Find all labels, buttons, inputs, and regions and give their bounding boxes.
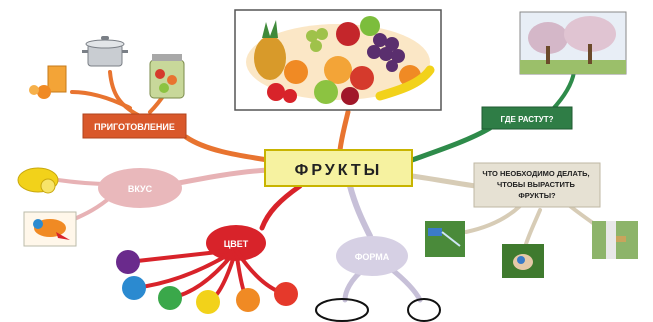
circle-shape-icon bbox=[407, 298, 441, 322]
fruit-basket-picture-icon bbox=[234, 9, 442, 111]
color-dot bbox=[196, 290, 220, 314]
shape-label: ФОРМА bbox=[355, 252, 390, 262]
how-to-grow-label-box bbox=[473, 162, 601, 208]
grow-where-label: ГДЕ РАСТУТ? bbox=[500, 115, 553, 124]
juice-glass-icon bbox=[29, 65, 67, 99]
color-dot bbox=[116, 250, 140, 274]
grow-where-label-box bbox=[481, 106, 573, 130]
center-label: ФРУКТЫ bbox=[295, 162, 383, 179]
preserves-jar-icon bbox=[149, 54, 185, 99]
shape-blob bbox=[336, 236, 408, 276]
preparation-sub-branch bbox=[108, 70, 142, 118]
color-branch bbox=[259, 183, 303, 231]
taste-blob bbox=[98, 168, 182, 208]
orchard-tree-icon bbox=[519, 11, 627, 75]
preparation-sub-branch bbox=[70, 90, 132, 110]
taste-label: ВКУС bbox=[128, 184, 153, 194]
color-label: ЦВЕТ bbox=[224, 239, 249, 249]
oval-shape-icon bbox=[315, 298, 369, 322]
color-dot bbox=[122, 276, 146, 300]
shape-branch bbox=[347, 183, 373, 239]
grow-where-branch bbox=[409, 125, 493, 163]
fruit-bird-drawing-icon bbox=[23, 211, 77, 247]
center-node bbox=[264, 149, 413, 187]
fertilizer-hand-icon bbox=[502, 244, 544, 278]
preparation-label: ПРИГОТОВЛЕНИЕ bbox=[94, 122, 175, 132]
lemon-icon bbox=[17, 167, 59, 194]
shape-sub-branch bbox=[387, 265, 423, 303]
watering-icon bbox=[425, 221, 465, 257]
preparation-label-box bbox=[82, 113, 187, 139]
how-to-grow-sub-branch bbox=[524, 208, 542, 246]
tree-whitewash-icon bbox=[592, 221, 638, 259]
how-to-grow-sub-branch bbox=[464, 204, 522, 234]
preparation-branch bbox=[183, 134, 271, 163]
color-dot bbox=[274, 282, 298, 306]
picture-branch bbox=[337, 109, 351, 153]
color-dot bbox=[158, 286, 182, 310]
color-dot bbox=[236, 288, 260, 312]
taste-branch bbox=[165, 167, 271, 188]
how-to-grow-label: ЧТО НЕОБХОДИМО ДЕЛАТЬ, ЧТОБЫ ВЫРАСТИТЬ Ф… bbox=[482, 169, 591, 200]
how-to-grow-branch bbox=[409, 173, 479, 189]
cooking-pot-icon bbox=[82, 36, 128, 67]
grow-where-sub-branch bbox=[550, 70, 576, 112]
